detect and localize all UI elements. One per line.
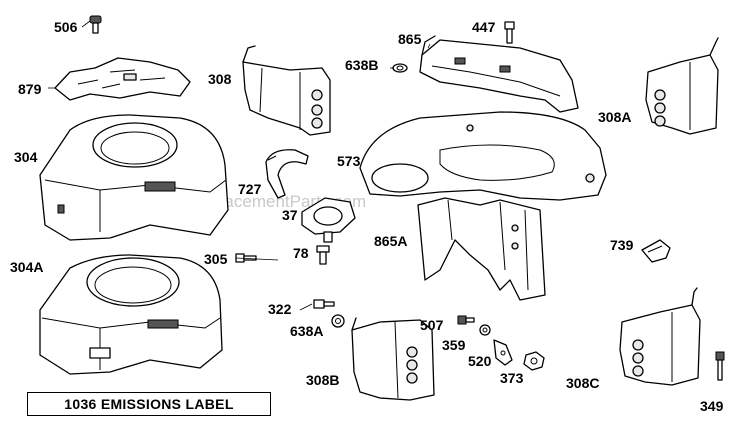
part-447-screw[interactable] bbox=[504, 21, 515, 44]
callout-507: 507 bbox=[420, 317, 444, 333]
callout-322: 322 bbox=[268, 301, 292, 317]
callout-349: 349 bbox=[700, 398, 724, 414]
part-638a-nut[interactable] bbox=[331, 314, 345, 328]
callout-359: 359 bbox=[442, 337, 466, 353]
part-573-baffle-plate[interactable] bbox=[359, 111, 607, 201]
part-308-shield[interactable] bbox=[242, 45, 331, 136]
part-304a-blower-housing[interactable] bbox=[39, 254, 223, 375]
emissions-label-text: 1036 EMISSIONS LABEL bbox=[64, 396, 234, 412]
callout-305: 305 bbox=[204, 251, 228, 267]
callout-879: 879 bbox=[18, 81, 42, 97]
part-879-baffle[interactable] bbox=[54, 57, 191, 101]
callout-37: 37 bbox=[282, 207, 298, 223]
callout-727: 727 bbox=[238, 181, 262, 197]
callout-865a: 865A bbox=[374, 233, 407, 249]
part-507-screw[interactable] bbox=[457, 315, 475, 325]
part-727-clamp[interactable] bbox=[265, 149, 309, 199]
callout-308: 308 bbox=[208, 71, 232, 87]
part-78-fitting[interactable] bbox=[316, 245, 330, 265]
callout-78: 78 bbox=[293, 245, 309, 261]
callout-447: 447 bbox=[472, 19, 496, 35]
callout-304: 304 bbox=[14, 149, 38, 165]
part-349-screw[interactable] bbox=[715, 351, 725, 381]
part-359-washer[interactable] bbox=[479, 324, 491, 336]
part-308a-shield[interactable] bbox=[645, 37, 719, 135]
callout-739: 739 bbox=[610, 237, 634, 253]
part-865a-baffle[interactable] bbox=[417, 197, 546, 301]
callout-308a: 308A bbox=[598, 109, 631, 125]
callout-506: 506 bbox=[54, 19, 78, 35]
part-308b-shield[interactable] bbox=[351, 317, 435, 401]
part-373-nut[interactable] bbox=[523, 351, 545, 371]
callout-638b: 638B bbox=[345, 57, 378, 73]
part-638b-nut[interactable] bbox=[392, 63, 408, 73]
callout-304a: 304A bbox=[10, 259, 43, 275]
callout-373: 373 bbox=[500, 370, 524, 386]
part-37-adapter[interactable] bbox=[301, 197, 356, 243]
callout-638a: 638A bbox=[290, 323, 323, 339]
callout-865: 865 bbox=[398, 31, 422, 47]
part-304-blower-housing[interactable] bbox=[39, 114, 229, 241]
emissions-label-box: 1036 EMISSIONS LABEL bbox=[27, 392, 271, 416]
callout-520: 520 bbox=[468, 353, 492, 369]
part-308c-shield[interactable] bbox=[619, 287, 701, 386]
part-322-screw[interactable] bbox=[313, 299, 335, 309]
part-865-baffle[interactable] bbox=[419, 35, 579, 113]
part-739-clip[interactable] bbox=[641, 239, 671, 263]
callout-308b: 308B bbox=[306, 372, 339, 388]
part-520-bracket[interactable] bbox=[493, 339, 513, 366]
callout-573: 573 bbox=[337, 153, 361, 169]
callout-308c: 308C bbox=[566, 375, 599, 391]
part-506-screw[interactable] bbox=[89, 15, 102, 34]
leader-lines bbox=[48, 20, 431, 311]
